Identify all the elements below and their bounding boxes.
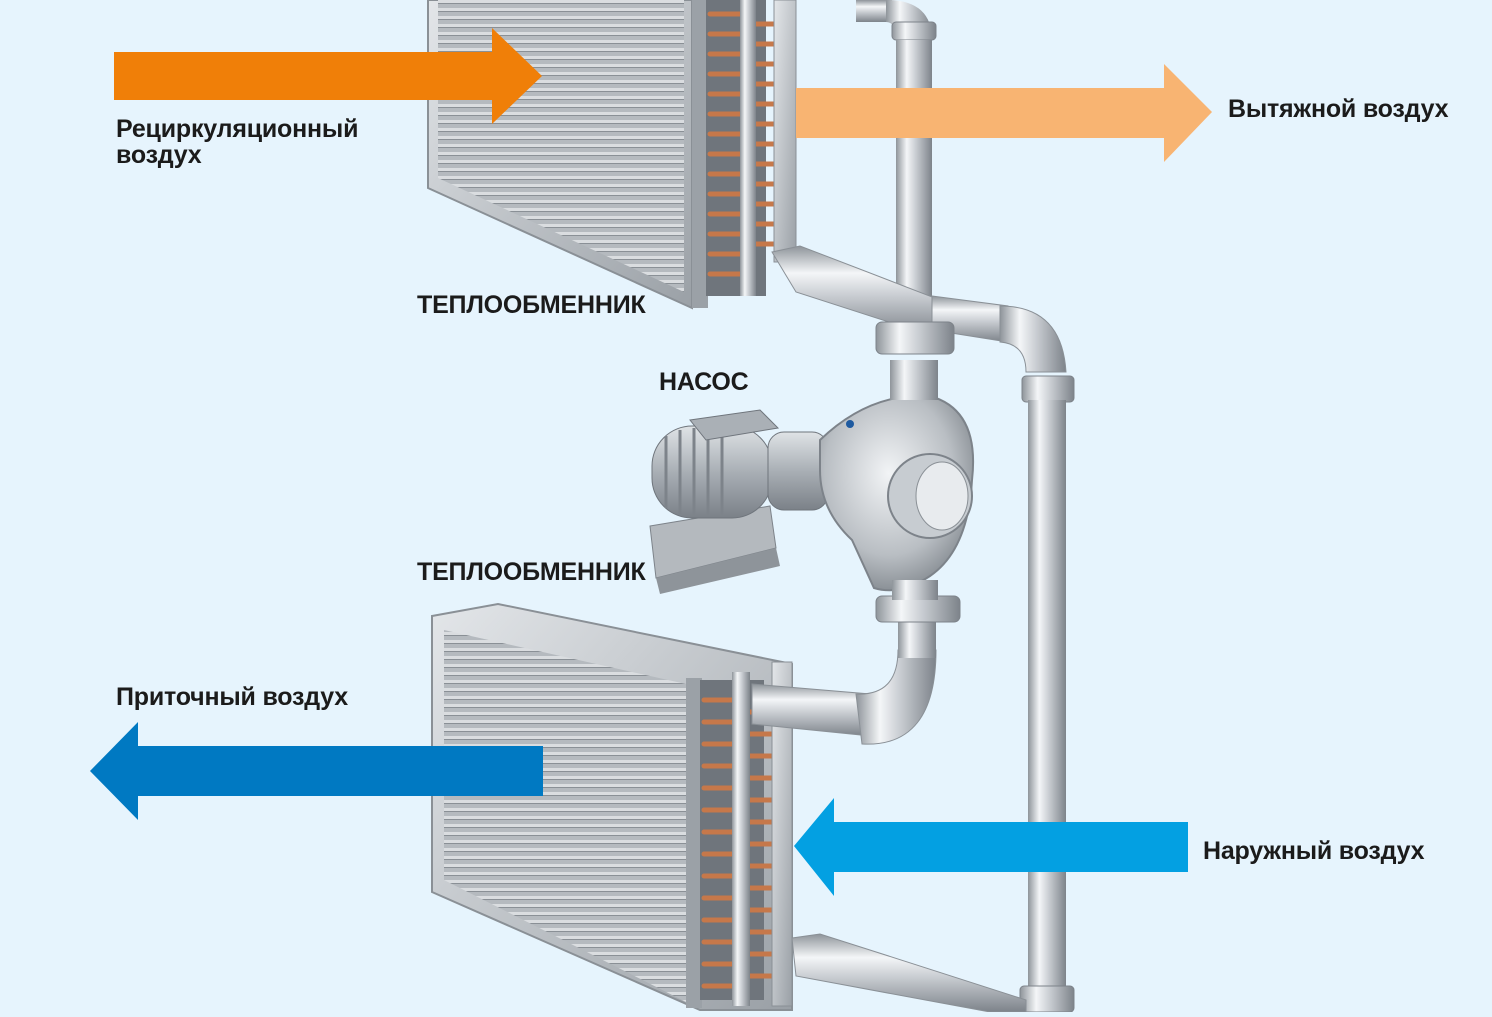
top-heat-exchanger-label: ТЕПЛООБМЕННИК — [417, 291, 646, 319]
supply-air-arrow — [90, 722, 543, 820]
bottom-heat-exchanger-label: ТЕПЛООБМЕННИК — [417, 558, 646, 586]
bottom-copper-coils — [701, 697, 775, 989]
recirculated-air-arrow — [114, 28, 542, 124]
exhaust-air-label: Вытяжной воздух — [1228, 95, 1449, 123]
recirculated-air-label: Рециркуляционный воздух — [116, 116, 358, 168]
recirculated-air-label-line1: Рециркуляционный — [116, 115, 359, 143]
top-copper-coils — [707, 11, 777, 277]
recirculated-air-label-line2: воздух — [116, 141, 202, 169]
pump-unit — [649, 360, 974, 600]
supply-air-label: Приточный воздух — [116, 683, 348, 711]
pump-label: НАСОС — [659, 368, 749, 396]
outdoor-air-arrow — [794, 798, 1188, 896]
outdoor-air-label: Наружный воздух — [1203, 837, 1425, 865]
bottom-heat-exchanger — [431, 602, 793, 1011]
exhaust-air-arrow — [796, 64, 1212, 162]
top-heat-exchanger — [427, 0, 797, 310]
